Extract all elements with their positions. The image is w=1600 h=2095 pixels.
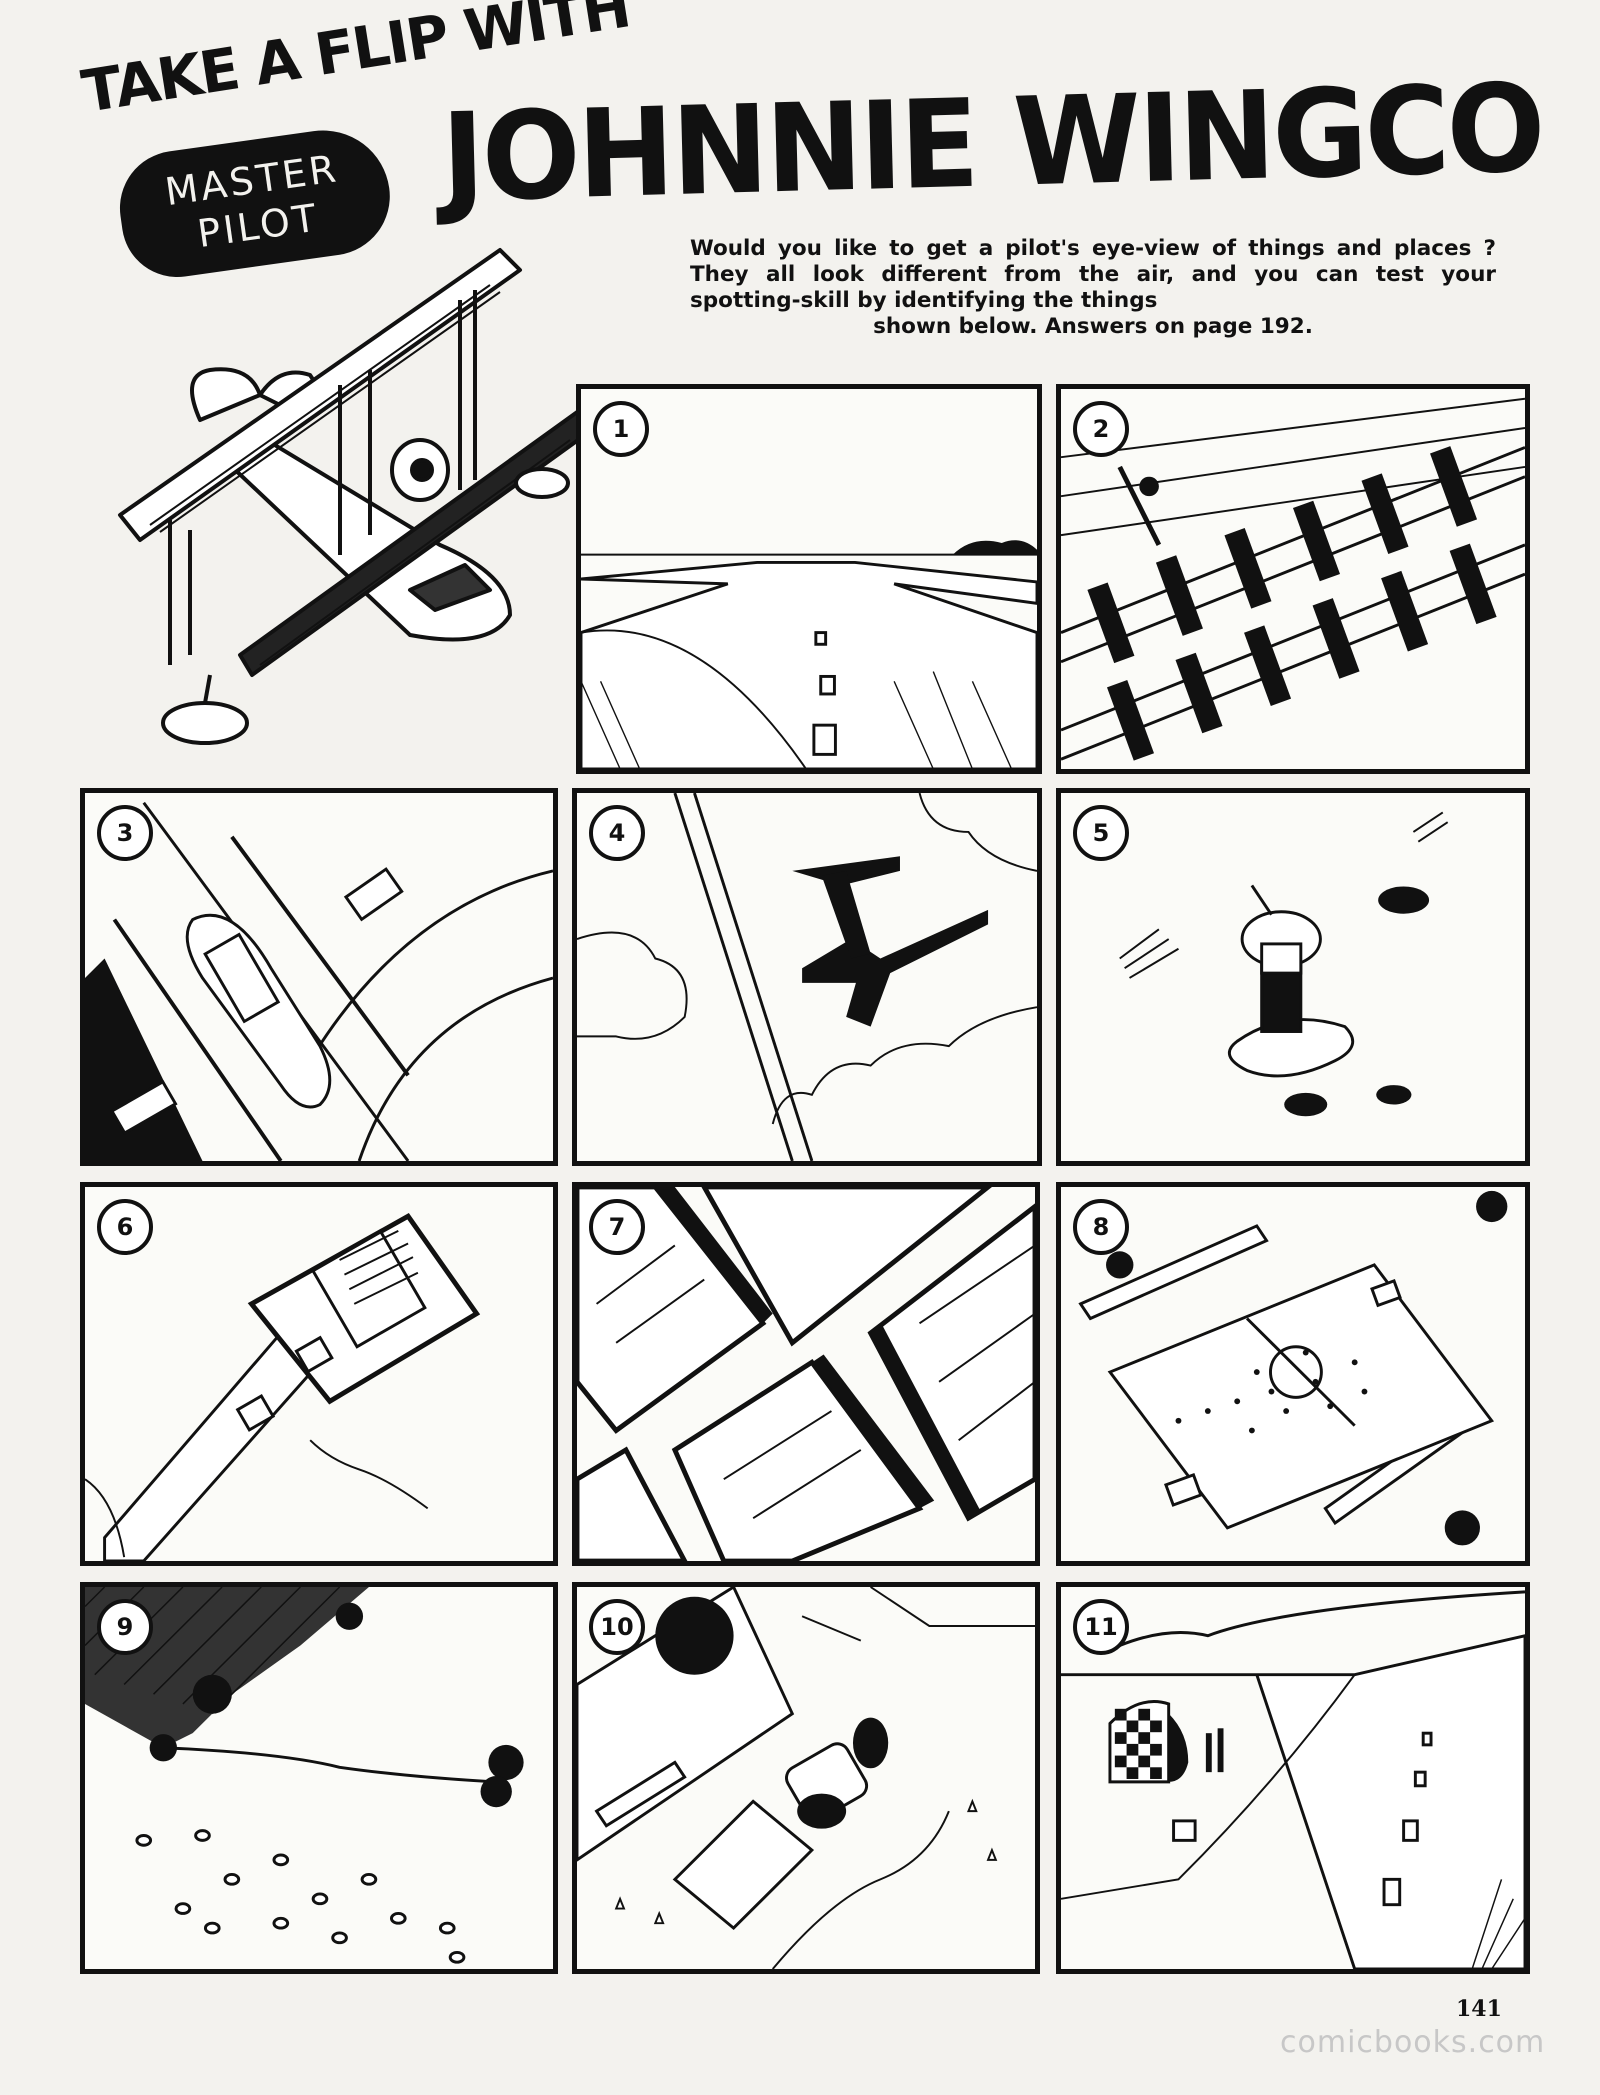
- watermark: comicbooks.com: [1280, 2025, 1546, 2060]
- airfield-hangar-icon: [1061, 1590, 1525, 1969]
- panel-2: 2: [1056, 384, 1530, 774]
- railway-track-icon: [1061, 397, 1525, 761]
- intro-text: Would you like to get a pilot's eye-view…: [690, 236, 1496, 313]
- panel-7: 7: [572, 1182, 1040, 1566]
- panel-5: 5: [1056, 788, 1530, 1166]
- intro-paragraph: Would you like to get a pilot's eye-view…: [690, 236, 1496, 340]
- panel-number-8: 8: [1073, 1199, 1129, 1255]
- panel-1: 1: [576, 384, 1042, 774]
- biplane-illustration: [118, 248, 594, 745]
- panel-11: 11: [1056, 1582, 1530, 1974]
- panel-number-6: 6: [97, 1199, 153, 1255]
- sheep-field-icon: [85, 1587, 524, 1964]
- streets-icon: [577, 1187, 1035, 1561]
- panel-number-9: 9: [97, 1599, 153, 1655]
- pier-icon: [85, 1213, 481, 1561]
- panel-number-10: 10: [589, 1599, 645, 1655]
- football-pitch-icon: [1078, 1190, 1508, 1546]
- panel-number-11: 11: [1073, 1599, 1129, 1655]
- farmyard-tractor-icon: [577, 1587, 1035, 1969]
- panel-number-1: 1: [593, 401, 649, 457]
- panel-number-7: 7: [589, 1199, 645, 1255]
- runway-icon: [581, 540, 1037, 769]
- bomber-shadow-icon: [577, 793, 1037, 1161]
- intro-text-last-line: shown below. Answers on page 192.: [873, 314, 1313, 339]
- panel-3: 3: [80, 788, 558, 1166]
- page-number: 141: [1456, 1996, 1502, 2022]
- panel-6: 6: [80, 1182, 558, 1566]
- lighthouse-icon: [1119, 811, 1449, 1117]
- panel-number-2: 2: [1073, 401, 1129, 457]
- panel-number-3: 3: [97, 805, 153, 861]
- title-johnnie-wingco: JOHNNIE WINGCO: [440, 57, 1545, 230]
- panel-4: 4: [572, 788, 1042, 1166]
- panel-8: 8: [1056, 1182, 1530, 1566]
- panel-number-5: 5: [1073, 805, 1129, 861]
- bridge-boat-icon: [85, 801, 553, 1161]
- panel-9: 9: [80, 1582, 558, 1974]
- panel-number-4: 4: [589, 805, 645, 861]
- panel-10: 10: [572, 1582, 1040, 1974]
